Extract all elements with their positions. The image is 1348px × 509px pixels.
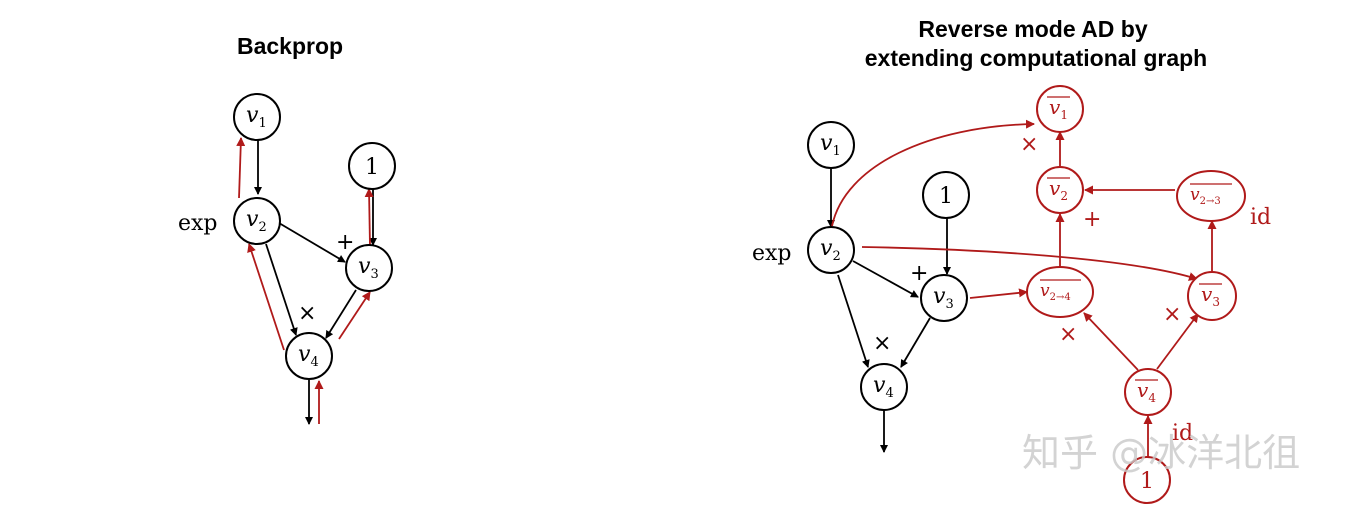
edge-v2-v3: [852, 260, 919, 298]
adj-node-v1: v1: [1036, 85, 1084, 133]
svg-text:v1: v1: [1049, 95, 1068, 122]
node-one: 1: [922, 171, 970, 219]
svg-text:v2: v2: [1049, 176, 1068, 203]
adj-node-one: 1: [1123, 456, 1171, 504]
svg-text:v4: v4: [298, 342, 319, 370]
svg-text:v3: v3: [358, 254, 379, 282]
node-v3: v3: [345, 244, 393, 292]
reverse-ad-title-line2: extending computational graph: [865, 45, 1207, 71]
backedge-v4-v2: [247, 243, 285, 351]
node-v2: v2: [233, 197, 281, 245]
node-v4: v4: [285, 332, 333, 380]
adj-node-v3: v3: [1187, 271, 1237, 321]
op-id-v4: id: [1172, 421, 1193, 446]
backedge-v3-1: [364, 188, 374, 248]
node-v4: v4: [860, 363, 908, 411]
svg-text:v2→3: v2→3: [1190, 185, 1221, 207]
op-plus-black: +: [910, 261, 928, 286]
op-times-v1: ×: [1020, 132, 1038, 157]
svg-text:v3: v3: [933, 284, 954, 312]
svg-text:v4: v4: [873, 373, 894, 401]
reverse-ad-diagram: Reverse mode AD by extending computation…: [752, 16, 1271, 504]
adj-node-v23: v2→3: [1176, 170, 1246, 222]
op-times-v24: ×: [1059, 322, 1077, 347]
svg-text:1: 1: [939, 184, 953, 209]
svg-text:v2: v2: [246, 207, 267, 235]
backprop-diagram: Backprop v1 v2 1 v3: [178, 33, 396, 425]
backedge-v4-v3: [338, 291, 371, 340]
edge-v2-to-adj-v1: [831, 119, 1035, 227]
edge-adj-v4-to-adj-v3: [1156, 313, 1199, 370]
edge-v3-v4: [325, 289, 357, 339]
svg-text:v1: v1: [820, 131, 841, 159]
edge-v2-v4: [265, 243, 298, 336]
svg-text:1: 1: [1140, 469, 1154, 494]
edge-v2-v4: [837, 274, 870, 368]
op-times: ×: [298, 301, 316, 326]
adj-node-v4: v4: [1124, 368, 1172, 416]
edge-adj-v4-to-adj-v24: [1083, 312, 1139, 371]
svg-text:v4: v4: [1137, 378, 1156, 405]
node-v1: v1: [807, 121, 855, 169]
svg-text:v2: v2: [820, 236, 841, 264]
backprop-title: Backprop: [237, 33, 343, 59]
op-times-black: ×: [873, 331, 891, 356]
op-exp: exp: [178, 211, 218, 236]
op-exp: exp: [752, 241, 792, 266]
watermark: 知乎 @冰洋北徂: [1022, 431, 1300, 475]
op-plus: +: [336, 230, 354, 255]
edge-v3-v4: [900, 317, 931, 368]
op-id-v23: id: [1250, 205, 1271, 230]
edge-v2-v3: [278, 222, 346, 263]
svg-text:v1: v1: [246, 103, 267, 131]
node-v2: v2: [807, 226, 855, 274]
svg-text:v3: v3: [1201, 282, 1220, 309]
adj-node-v2: v2: [1036, 166, 1084, 214]
svg-text:1: 1: [365, 155, 379, 180]
reverse-ad-title-line1: Reverse mode AD by: [918, 16, 1147, 42]
op-plus-v2: +: [1083, 207, 1101, 232]
backedge-v2-v1: [236, 137, 246, 199]
node-one: 1: [348, 142, 396, 190]
svg-text:v2→4: v2→4: [1040, 281, 1071, 303]
edge-v3-to-adj-v24: [969, 288, 1028, 299]
node-v1: v1: [233, 93, 281, 141]
edge-v2-to-adj-v3: [861, 246, 1198, 281]
adj-node-v24: v2→4: [1026, 266, 1094, 318]
node-v3: v3: [920, 274, 968, 322]
op-times-v3: ×: [1163, 302, 1181, 327]
